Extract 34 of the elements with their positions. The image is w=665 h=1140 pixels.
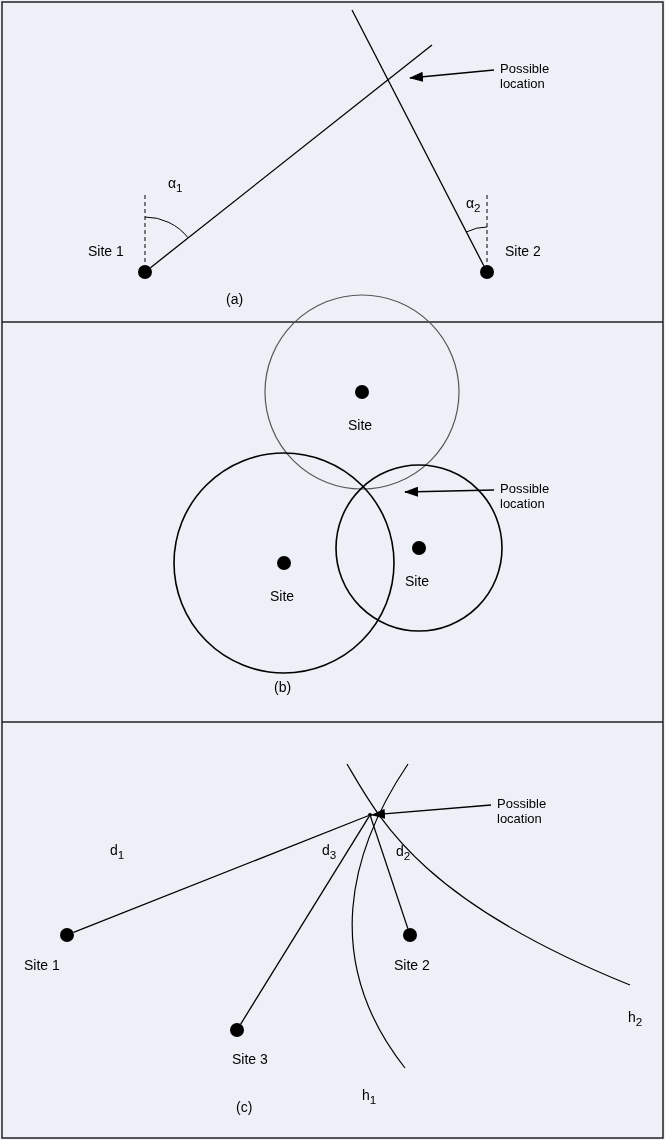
site-dot bbox=[60, 928, 74, 942]
angle-label: α$_{2}$ bbox=[466, 196, 481, 215]
site-label: Site bbox=[270, 589, 295, 605]
site-label: Site bbox=[348, 418, 373, 434]
bearing-line bbox=[72, 815, 369, 934]
site-dot bbox=[138, 265, 152, 279]
intersection-point bbox=[368, 813, 372, 817]
site-label: Site bbox=[405, 574, 430, 590]
site-label: Site 2 bbox=[505, 244, 541, 260]
angle-label: α$_{1}$ bbox=[168, 176, 183, 195]
location-label: Possible location bbox=[500, 482, 551, 512]
bearing-line bbox=[351, 9, 485, 267]
site-dot bbox=[403, 928, 417, 942]
site-dot bbox=[230, 1023, 244, 1037]
site-label: Site 3 bbox=[232, 1052, 268, 1068]
arrow bbox=[404, 486, 495, 497]
curve-label: h$_{2}$ bbox=[628, 1010, 643, 1029]
bearing-line bbox=[370, 816, 409, 929]
bearing-line bbox=[149, 44, 433, 269]
panel-label: (a) bbox=[226, 292, 244, 308]
edge-label: d$_{3}$ bbox=[322, 843, 337, 862]
site-label: Site 2 bbox=[394, 958, 430, 974]
site-label: Site 1 bbox=[88, 244, 124, 260]
curve-label: h$_{1}$ bbox=[362, 1088, 377, 1107]
edge-label: d$_{1}$ bbox=[110, 843, 125, 862]
panel-label: (c) bbox=[236, 1100, 253, 1116]
site-dot bbox=[480, 265, 494, 279]
edge-label: d$_{2}$ bbox=[396, 844, 411, 863]
arrow bbox=[371, 804, 492, 819]
location-label: Possible location bbox=[497, 797, 548, 827]
arrow bbox=[409, 69, 495, 82]
bearing-line bbox=[240, 816, 370, 1025]
site-label: Site 1 bbox=[24, 958, 60, 974]
location-label: Possible location bbox=[500, 62, 551, 92]
